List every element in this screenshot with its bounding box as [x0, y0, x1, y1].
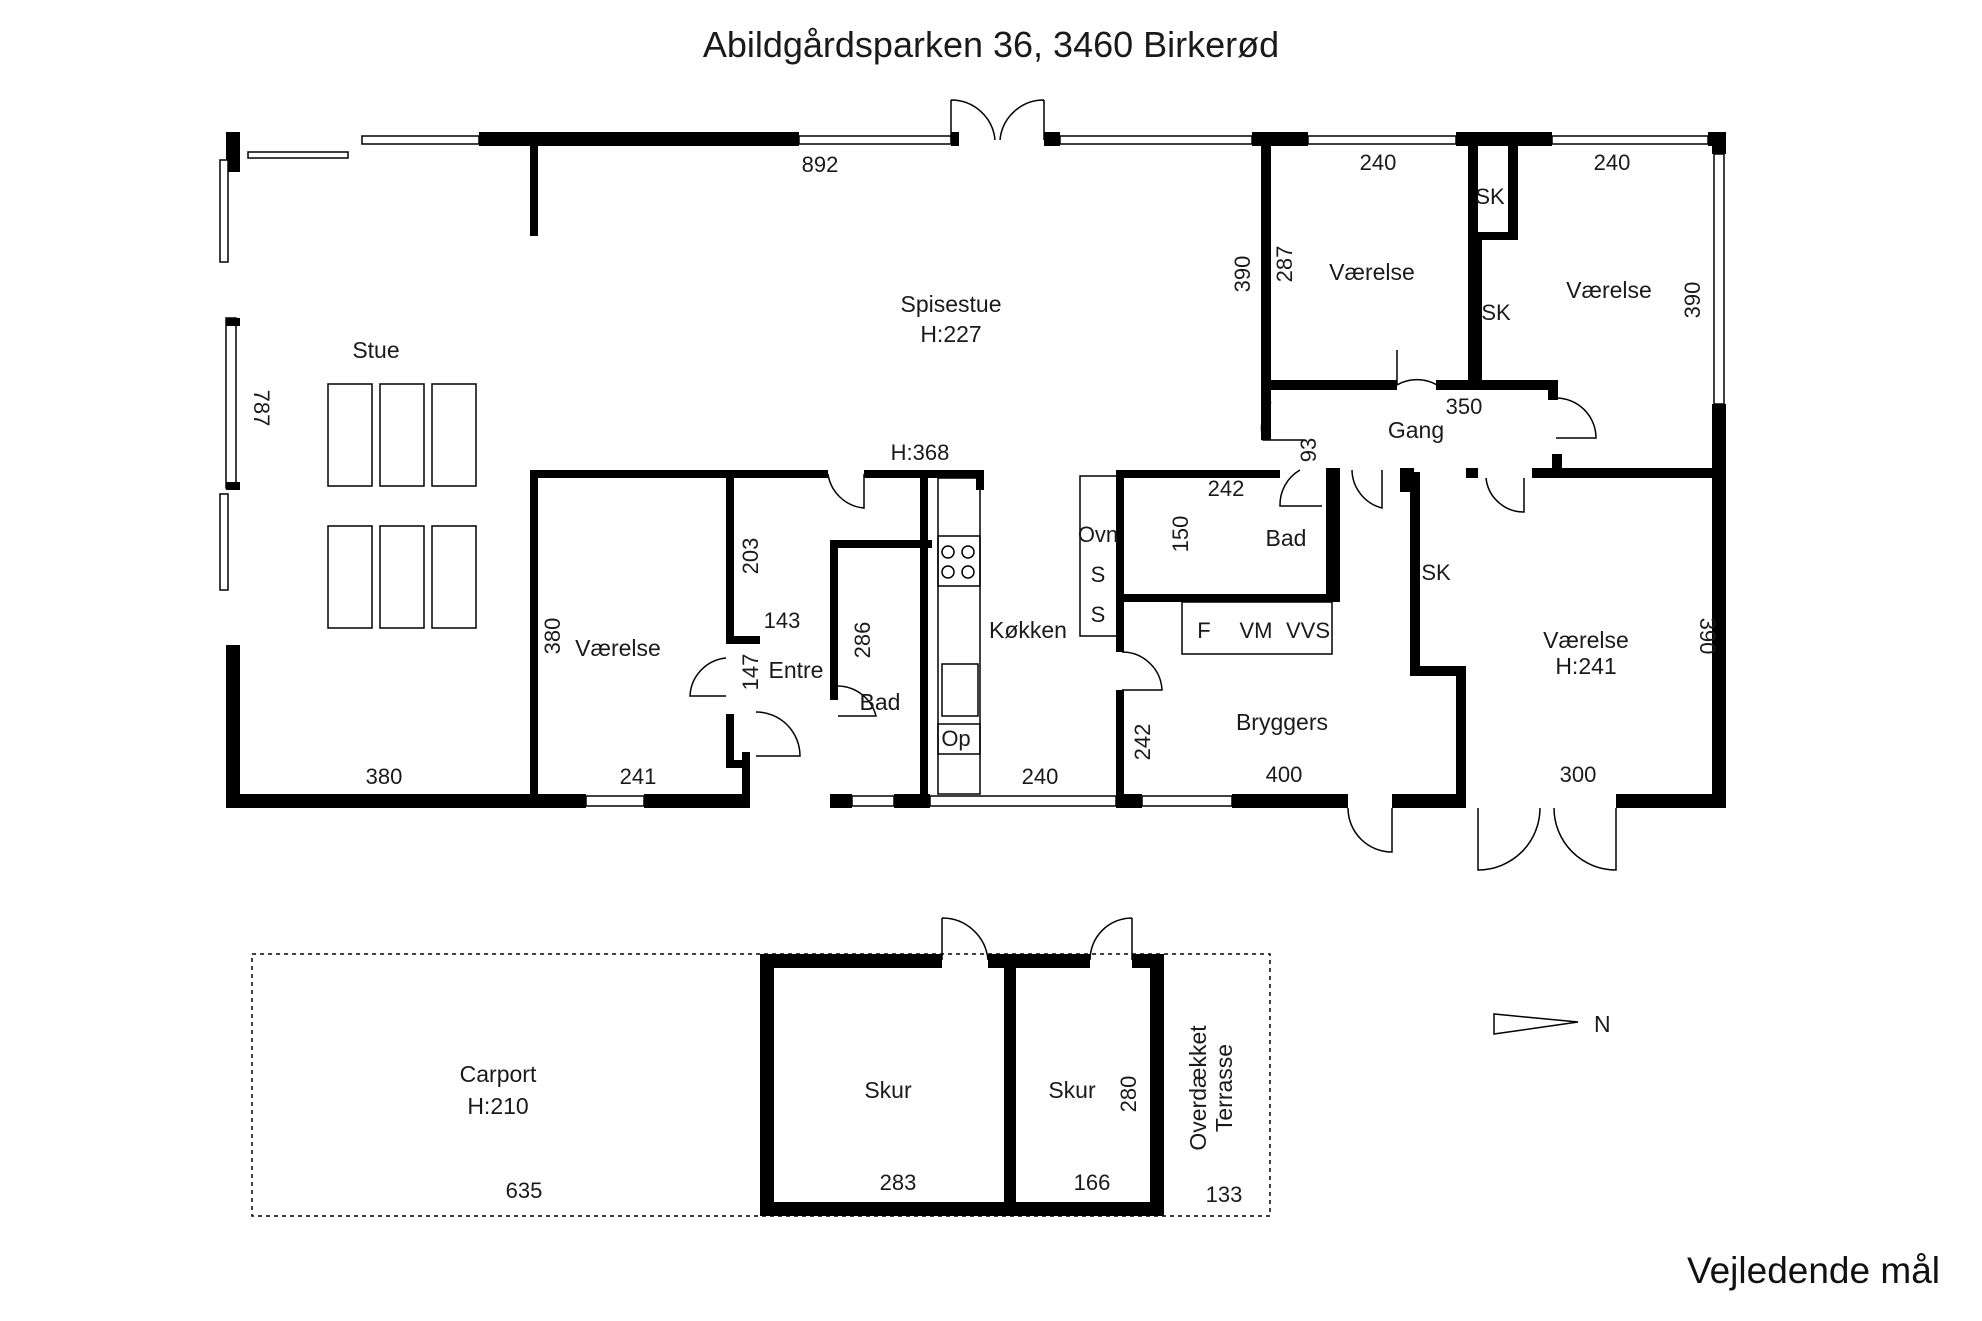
room-vaerelse-se: Værelse	[1543, 627, 1629, 653]
dim-240-c: 240	[1022, 764, 1059, 789]
label-vvs: VVS	[1286, 618, 1330, 643]
dim-143: 143	[764, 608, 801, 633]
room-stue: Stue	[352, 337, 399, 363]
dim-241: 241	[620, 764, 657, 789]
room-skur-2: Skur	[1048, 1077, 1096, 1103]
room-bad-main: Bad	[1266, 525, 1307, 551]
dim-286: 286	[850, 622, 875, 659]
label-op: Op	[941, 726, 970, 751]
dim-635: 635	[506, 1178, 543, 1203]
label-sk-2: SK	[1481, 300, 1511, 325]
dim-283: 283	[880, 1170, 917, 1195]
plan-title: Abildgårdsparken 36, 3460 Birkerød	[702, 24, 1280, 65]
dim-240-a: 240	[1360, 150, 1397, 175]
dim-390-b: 390	[1680, 282, 1705, 319]
room-vaerelse-se-height: H:241	[1555, 653, 1616, 679]
room-spisestue: Spisestue	[900, 291, 1001, 317]
room-terrasse-line2: Terrasse	[1211, 1044, 1237, 1132]
dim-166: 166	[1074, 1170, 1111, 1195]
interior-walls	[530, 146, 1720, 808]
dim-287: 287	[1272, 246, 1297, 283]
skylights	[327, 383, 477, 629]
dim-892: 892	[802, 152, 839, 177]
dim-400: 400	[1266, 762, 1303, 787]
exterior-walls	[219, 132, 1726, 808]
dim-380-b: 380	[540, 618, 565, 655]
dim-390-a: 390	[1230, 256, 1255, 293]
dim-300: 300	[1560, 762, 1597, 787]
north-label: N	[1594, 1011, 1611, 1037]
fixture-labels: SK SK SK Ovn S S F VM VVS Op	[941, 184, 1511, 751]
room-gang: Gang	[1388, 417, 1444, 443]
dim-787: 787	[249, 390, 274, 427]
dim-203: 203	[738, 538, 763, 575]
room-terrasse-line1: Overdækket	[1185, 1025, 1211, 1151]
room-vaerelse-sw: Værelse	[575, 635, 661, 661]
label-ovn: Ovn	[1078, 522, 1118, 547]
room-koekken: Køkken	[989, 617, 1067, 643]
room-vaerelse-nw: Værelse	[1329, 259, 1415, 285]
dim-280: 280	[1116, 1076, 1141, 1113]
room-bad-small: Bad	[860, 689, 901, 715]
north-arrow-icon	[1493, 1013, 1579, 1035]
dim-147: 147	[738, 654, 763, 691]
label-sk-1: SK	[1475, 184, 1505, 209]
doors	[689, 99, 1617, 871]
dim-350: 350	[1446, 394, 1483, 419]
room-skur-1: Skur	[864, 1077, 912, 1103]
room-carport: Carport	[460, 1061, 537, 1087]
dim-240-b: 240	[1594, 150, 1631, 175]
label-sk-3: SK	[1421, 560, 1451, 585]
dim-242-a: 242	[1208, 476, 1245, 501]
dimension-labels: 892 240 240 390 287 390 787 350 93 H:368…	[249, 150, 1720, 1207]
kitchen-fixtures	[937, 475, 1333, 795]
room-bryggers: Bryggers	[1236, 709, 1328, 735]
room-entre: Entre	[769, 657, 824, 683]
dim-150: 150	[1168, 516, 1193, 553]
dim-380-a: 380	[366, 764, 403, 789]
room-labels: Spisestue H:227 Stue Værelse Værelse Vær…	[352, 259, 1651, 1151]
label-s-1: S	[1091, 562, 1106, 587]
dim-93: 93	[1296, 438, 1321, 462]
dim-133: 133	[1206, 1182, 1243, 1207]
label-s-2: S	[1091, 602, 1106, 627]
room-spisestue-height: H:227	[920, 321, 981, 347]
dim-390-c: 390	[1695, 618, 1720, 655]
label-f: F	[1197, 618, 1210, 643]
room-carport-height: H:210	[467, 1093, 528, 1119]
dim-h368: H:368	[891, 440, 950, 465]
label-vm: VM	[1240, 618, 1273, 643]
footer-note: Vejledende mål	[1686, 1250, 1940, 1291]
outbuilding	[251, 917, 1271, 1217]
dim-242-b: 242	[1130, 724, 1155, 761]
room-vaerelse-ne: Værelse	[1566, 277, 1652, 303]
